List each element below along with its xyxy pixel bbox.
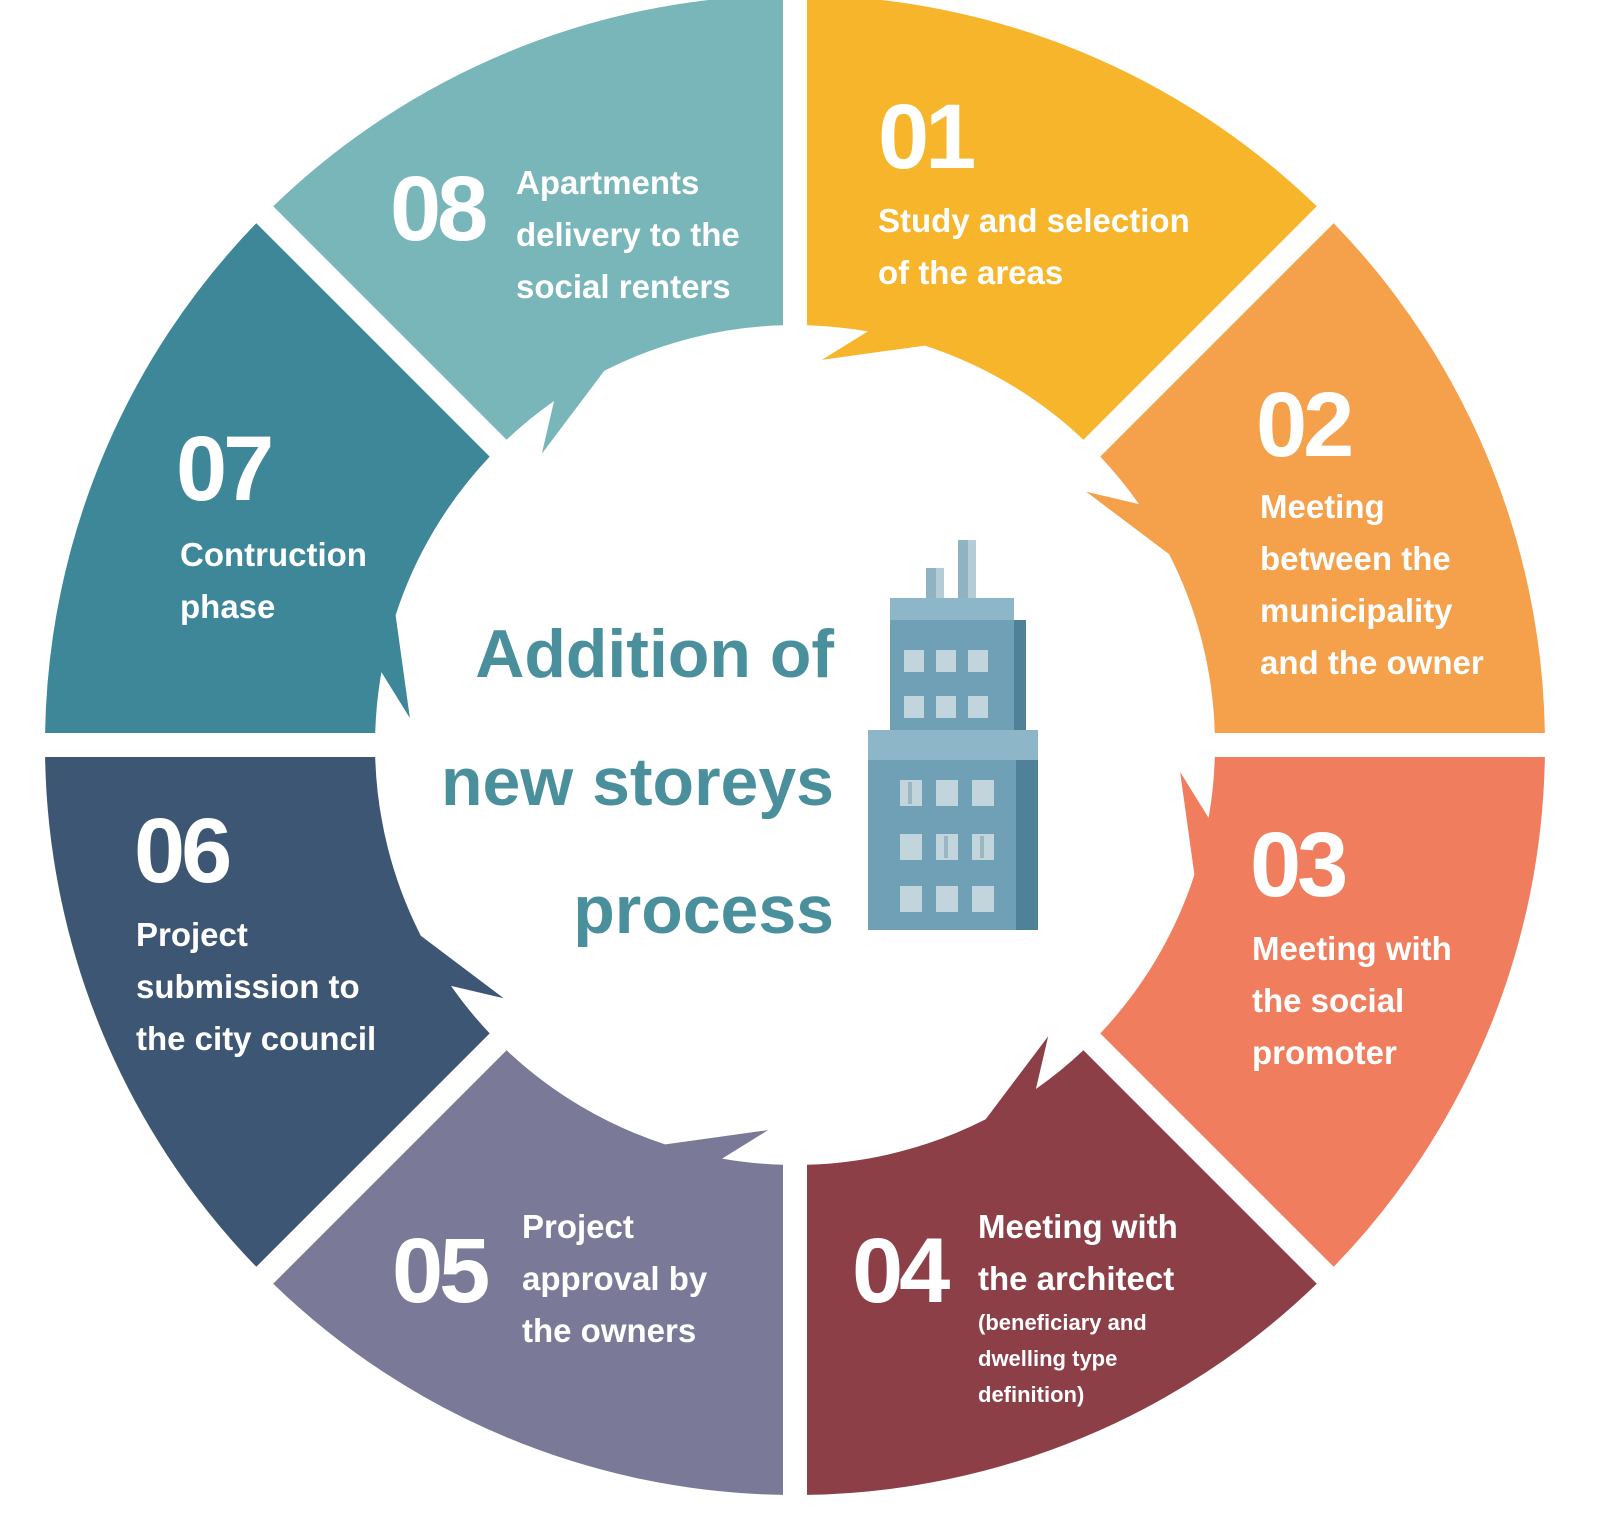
step-05-label-line-3: the owners [522,1312,696,1349]
step-07: 07 Contruction phase [176,418,367,625]
step-03-segment [1100,757,1545,1267]
step-02-label-line-2: between the [1260,540,1451,577]
step-03: 03 Meeting with the social promoter [1250,814,1452,1071]
step-03-number: 03 [1250,814,1345,916]
step-06-label-line-3: the city council [136,1020,376,1057]
step-05-label-line-2: approval by [522,1260,708,1297]
step-06-number: 06 [134,800,229,902]
step-02: 02 Meeting between the municipality and … [1256,374,1484,681]
step-04-note-line-1: (beneficiary and [978,1310,1147,1335]
step-05-segment [273,1050,783,1495]
step-04-note-line-3: definition) [978,1382,1084,1407]
step-07-number: 07 [176,418,271,520]
step-08-label-line-2: delivery to the [516,216,740,253]
step-02-label-line-3: municipality [1260,592,1453,629]
step-05-number: 05 [392,1220,488,1322]
diagram-title-line-1: Addition of [475,616,834,692]
step-06-label-line-1: Project [136,916,248,953]
step-01-label-line-2: of the areas [878,254,1063,291]
step-02-label-line-1: Meeting [1260,488,1385,525]
step-04-label-line-2: the architect [978,1260,1174,1297]
step-01-segment [807,0,1317,440]
step-07-segment [45,223,490,733]
step-07-label-line-1: Contruction [180,536,367,573]
step-05-label-line-1: Project [522,1208,634,1245]
diagram-title: Addition of new storeys process [441,590,834,974]
step-03-label-line-2: the social [1252,982,1404,1019]
step-08-number: 08 [390,158,486,260]
step-05: 05 Project approval by the owners [392,1208,708,1349]
step-06-segment [45,757,504,1267]
diagram-title-line-3: process [573,872,834,948]
step-04-note-line-2: dwelling type [978,1346,1117,1371]
step-08: 08 Apartments delivery to the social ren… [390,158,740,305]
step-06-label-line-2: submission to [136,968,360,1005]
step-02-number: 02 [1256,374,1351,476]
step-02-segment [1086,223,1545,733]
step-04: 04 Meeting with the architect (beneficia… [852,1208,1178,1407]
step-03-label-line-1: Meeting with [1252,930,1452,967]
step-08-label-line-3: social renters [516,268,731,305]
step-01-number: 01 [878,86,974,188]
step-08-label-line-1: Apartments [516,164,699,201]
step-04-segment [807,1036,1317,1495]
step-06: 06 Project submission to the city counci… [134,800,376,1057]
step-07-label-line-2: phase [180,588,275,625]
step-01-label-line-1: Study and selection [878,202,1190,239]
step-03-label-line-3: promoter [1252,1034,1397,1071]
step-04-number: 04 [852,1220,950,1322]
step-02-label-line-4: and the owner [1260,644,1484,681]
step-04-label-line-1: Meeting with [978,1208,1178,1245]
step-01: 01 Study and selection of the areas [878,86,1190,291]
apartment-building-icon [868,540,1038,930]
step-08-segment [273,0,783,454]
diagram-title-line-2: new storeys [440,744,834,820]
